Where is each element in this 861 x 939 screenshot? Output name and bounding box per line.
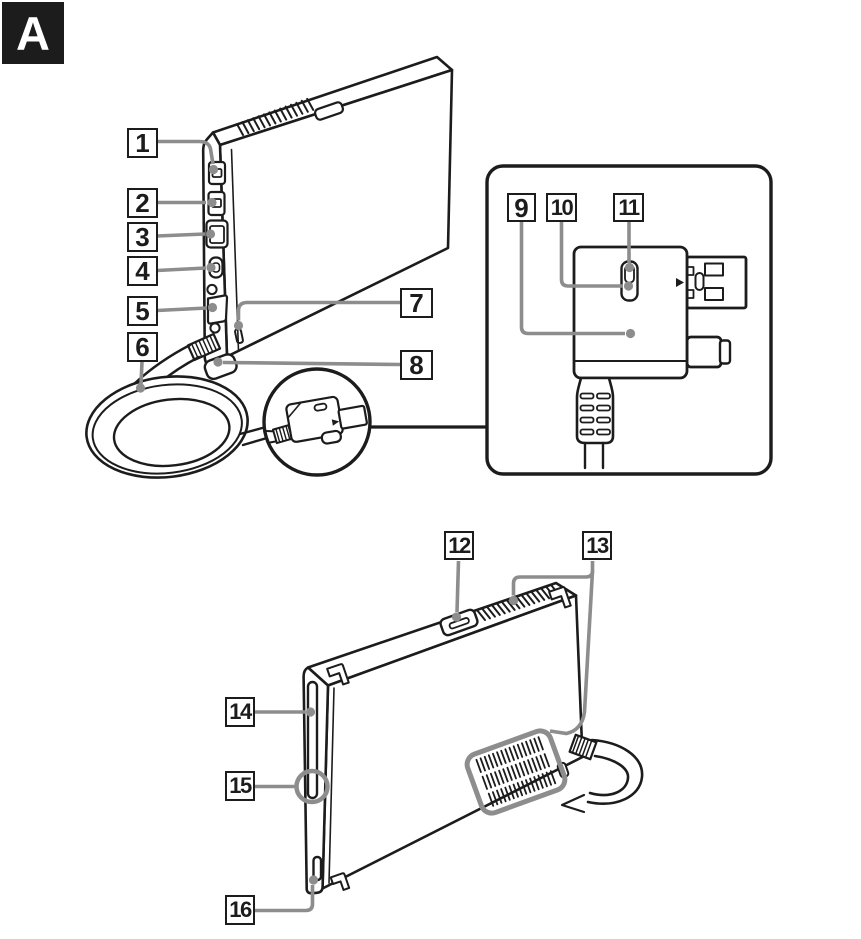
callout-5: 5 <box>127 296 158 326</box>
vent-grille-slats <box>475 736 557 807</box>
leader-1 <box>157 139 215 165</box>
connector-magnifier <box>262 367 372 477</box>
back-face-crease <box>328 687 335 884</box>
leader-dot-2 <box>207 197 217 208</box>
leader-dot-3 <box>205 229 216 239</box>
device-back-view <box>302 581 644 895</box>
top-latch <box>313 101 345 121</box>
callout-2: 2 <box>127 188 158 218</box>
corner-hook-top-left <box>326 663 350 686</box>
connector-inset-panel <box>485 164 773 476</box>
back-cable-ferrite <box>568 733 598 761</box>
mini-power-plug <box>320 429 342 445</box>
figure-badge: A <box>2 2 64 64</box>
cable-to-magnifier <box>238 425 269 447</box>
top-vents-icon <box>236 97 315 136</box>
leader-lines-side-view <box>135 139 636 393</box>
leader-16 <box>254 885 315 913</box>
leader-lines-back-view <box>254 560 595 913</box>
leader-dot-7 <box>233 320 244 331</box>
figure-side-view <box>85 55 773 479</box>
leader-9 <box>519 222 625 336</box>
figure-back-view <box>254 560 644 913</box>
corner-hook-top-right <box>548 586 572 609</box>
port-5-monitor <box>206 283 229 334</box>
leader-5 <box>156 306 208 313</box>
usb-plug <box>685 255 748 310</box>
callout-1: 1 <box>127 128 158 158</box>
callout-3: 3 <box>127 222 158 252</box>
leader-dot-8 <box>213 357 223 367</box>
leader-dot-12 <box>451 612 462 622</box>
back-face <box>321 594 584 890</box>
leader-dot-4 <box>206 262 216 273</box>
mini-usb-plug <box>337 404 368 430</box>
callout-14: 14 <box>225 697 255 727</box>
arrow-marker-icon <box>676 278 684 287</box>
callout-8: 8 <box>400 350 433 380</box>
callout-9: 9 <box>507 193 536 222</box>
leader-3 <box>156 232 206 238</box>
callout-12: 12 <box>444 531 474 560</box>
leader-dot-10 <box>623 281 634 291</box>
leader-dot-9 <box>625 328 636 339</box>
callout-16: 16 <box>225 895 255 925</box>
callout-6: 6 <box>127 332 158 362</box>
leader-dot-1 <box>208 164 219 175</box>
leader-12 <box>455 560 461 613</box>
callout-4: 4 <box>127 256 158 286</box>
spine-slot <box>306 680 319 800</box>
device-side-view <box>123 55 454 402</box>
leader-dot-5 <box>207 302 218 313</box>
back-cable-loop <box>586 738 644 805</box>
leader-dot-16 <box>308 875 319 885</box>
mini-release-button <box>313 402 328 412</box>
mini-ferrite <box>271 424 294 445</box>
leader-dot-13 <box>508 595 519 606</box>
callout-13: 13 <box>582 531 612 560</box>
leader-4 <box>156 266 207 273</box>
leader-8 <box>222 360 401 367</box>
leader-dot-11 <box>624 262 635 273</box>
strain-relief-boot <box>575 376 615 470</box>
leader-13-bottom <box>549 570 595 736</box>
callout-10: 10 <box>546 193 577 222</box>
callout-15: 15 <box>225 771 255 801</box>
callout-11: 11 <box>613 193 644 222</box>
connector-detail <box>572 245 748 470</box>
vent-grille-highlight <box>464 728 568 816</box>
leader-7 <box>236 300 400 321</box>
cable-ferrite <box>186 332 222 362</box>
callout-7: 7 <box>400 288 433 318</box>
cable-coil <box>85 375 249 479</box>
leader-dot-14 <box>305 707 316 717</box>
leader-10 <box>559 222 623 288</box>
cable-end-break-icon <box>560 793 586 814</box>
power-plug <box>685 335 732 369</box>
highlight-circle-15 <box>294 768 330 805</box>
corner-hook-bottom-left <box>329 872 351 891</box>
leader-6 <box>139 361 144 385</box>
leader-dot-6 <box>135 383 146 393</box>
mini-arrow-marker-icon <box>331 419 340 426</box>
